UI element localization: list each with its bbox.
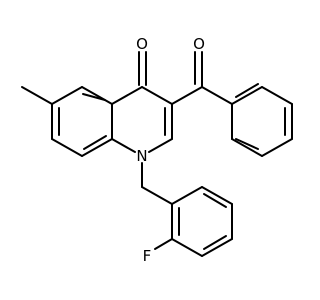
molecule-structure-diagram: O O N F — [21, 35, 293, 265]
bond-c2-n1 — [148, 138, 173, 153]
bond-fph4-double — [203, 235, 227, 250]
atom-label-fluorine: F — [143, 247, 152, 265]
bond-fph5 — [171, 238, 203, 257]
bond-fph4 — [201, 238, 233, 257]
bond-c6-methyl — [21, 86, 53, 105]
bond-ph2 — [261, 86, 293, 105]
bond-c4a-c5-double — [82, 93, 106, 101]
bond-cketone-phenyl — [201, 86, 233, 105]
bond-ph5 — [231, 138, 263, 157]
bond-fph2 — [201, 186, 233, 205]
bond-c3-cketone — [171, 86, 203, 105]
bond-c-f — [154, 238, 173, 250]
bond-c5-c6 — [51, 86, 83, 105]
bond-c4a-c5 — [81, 86, 113, 105]
bond-c8-c8a — [81, 138, 113, 157]
bond-n1-c8a — [111, 138, 136, 153]
atom-label-oxygen-benzoyl: O — [193, 35, 205, 53]
bond-ph1 — [231, 86, 263, 105]
bond-ch2-aryl — [141, 186, 173, 205]
bond-ph5-double — [235, 138, 259, 150]
bond-ph1-double — [235, 83, 259, 98]
bond-ph4 — [261, 138, 293, 157]
atom-label-nitrogen: N — [136, 147, 147, 165]
bond-c4-c4a — [111, 86, 143, 105]
bond-fph2-double — [203, 193, 227, 208]
bond-c8-c8a-double — [83, 135, 107, 150]
bond-c4-c3 — [141, 86, 173, 105]
bond-fph1 — [171, 186, 203, 205]
atom-label-oxygen-quinolone: O — [136, 35, 148, 53]
bond-c7-c8 — [51, 138, 83, 157]
